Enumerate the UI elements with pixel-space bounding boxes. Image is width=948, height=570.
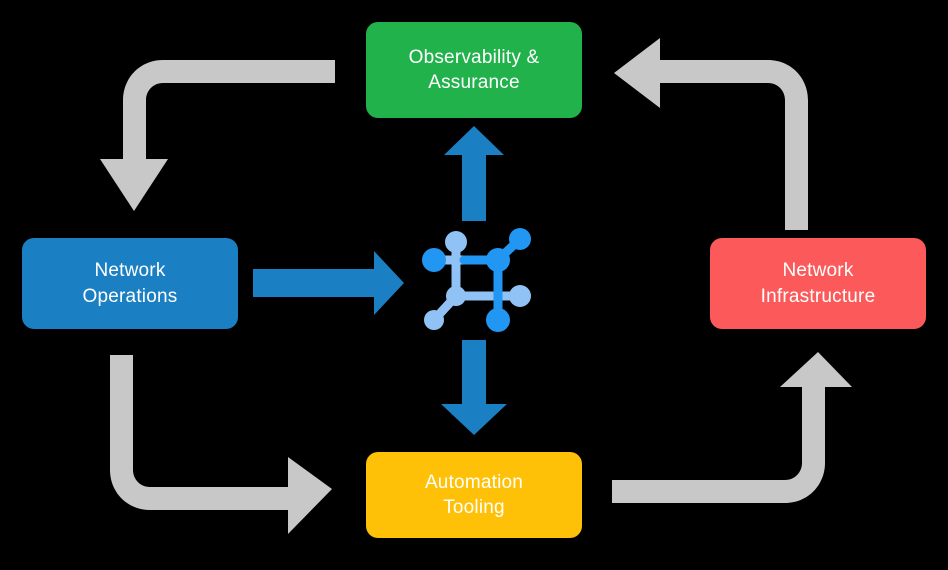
node-label-observability: Observability & Assurance: [408, 46, 540, 93]
blue-arrow-center-to-observability: [444, 126, 504, 221]
blue-arrow-center-to-automation: [441, 340, 507, 435]
node-box-network-infrastructure[interactable]: Network Infrastructure: [710, 238, 926, 329]
node-label-network-infrastructure: Network Infrastructure: [760, 260, 876, 307]
node-box-observability[interactable]: Observability & Assurance: [366, 22, 582, 118]
node-label-network-operations: Network Operations: [82, 260, 178, 307]
blue-arrow-operations-to-center: [253, 251, 404, 315]
gray-arrow-infrastructure-to-observability: [614, 38, 808, 230]
gray-arrow-operations-to-automation: [110, 355, 332, 534]
node-label-automation-tooling: Automation Tooling: [424, 471, 524, 518]
node-box-automation-tooling[interactable]: Automation Tooling: [366, 452, 582, 538]
gray-arrow-automation-to-infrastructure: [612, 352, 852, 503]
network-topology-icon: [422, 228, 531, 332]
node-box-network-operations[interactable]: Network Operations: [22, 238, 238, 329]
gray-arrow-observability-to-operations: [100, 60, 335, 211]
